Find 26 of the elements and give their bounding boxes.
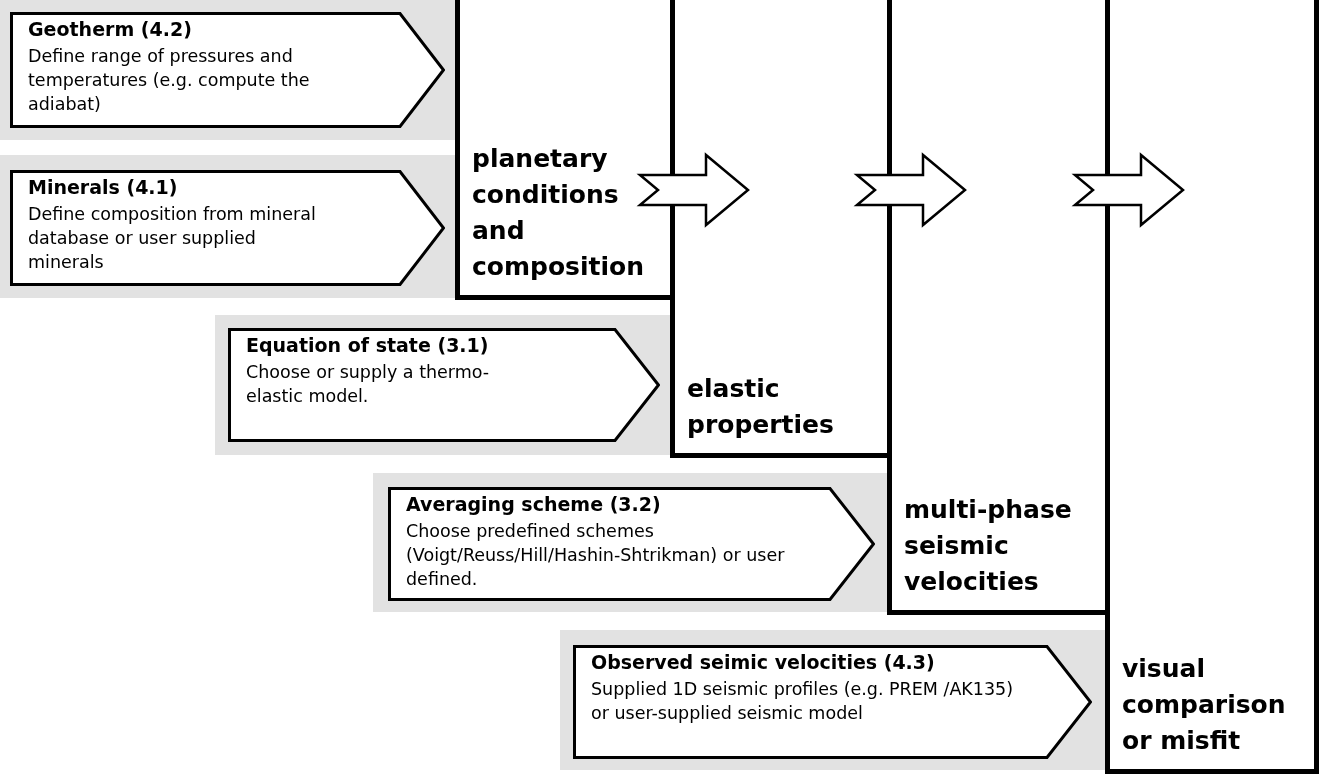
stage-box (670, 0, 887, 458)
block-arrow (636, 152, 750, 228)
step-title: Geotherm (4.2) (28, 18, 193, 40)
stage-label: planetary conditions and composition (472, 143, 646, 283)
block-arrow (853, 152, 967, 228)
stage-label: visual comparison or misfit (1122, 653, 1287, 757)
step-description: Choose predefined schemes (Voigt/Reuss/Hill/Hashin-Shtrikman) or user defined. (406, 520, 786, 591)
input-arrow-box (573, 645, 1092, 759)
input-arrow-box (388, 487, 875, 601)
step-title: Observed seimic velocities (4.3) (591, 651, 936, 673)
block-arrow (1071, 152, 1185, 228)
step-title: Minerals (4.1) (28, 176, 179, 198)
stage-label: elastic properties (687, 373, 835, 441)
input-arrow-box (228, 328, 660, 442)
stage-box (455, 0, 670, 300)
step-description: Define range of pressures and temperatures (e.g. compute the adiabat) (28, 45, 311, 116)
step-description: Choose or supply a thermo-elastic model. (246, 361, 491, 408)
stage-label: multi-phase seismic velocities (904, 494, 1073, 598)
stage-box (887, 0, 1105, 615)
step-title: Averaging scheme (3.2) (406, 493, 662, 515)
step-description: Define composition from mineral database or user supplied minerals (28, 203, 317, 274)
input-arrow-box (10, 12, 445, 128)
input-arrow-box (10, 170, 445, 286)
step-title: Equation of state (3.1) (246, 334, 490, 356)
stage-box (1105, 0, 1319, 774)
step-description: Supplied 1D seismic profiles (e.g. PREM /AK135) or user-supplied seismic model (591, 678, 1015, 725)
